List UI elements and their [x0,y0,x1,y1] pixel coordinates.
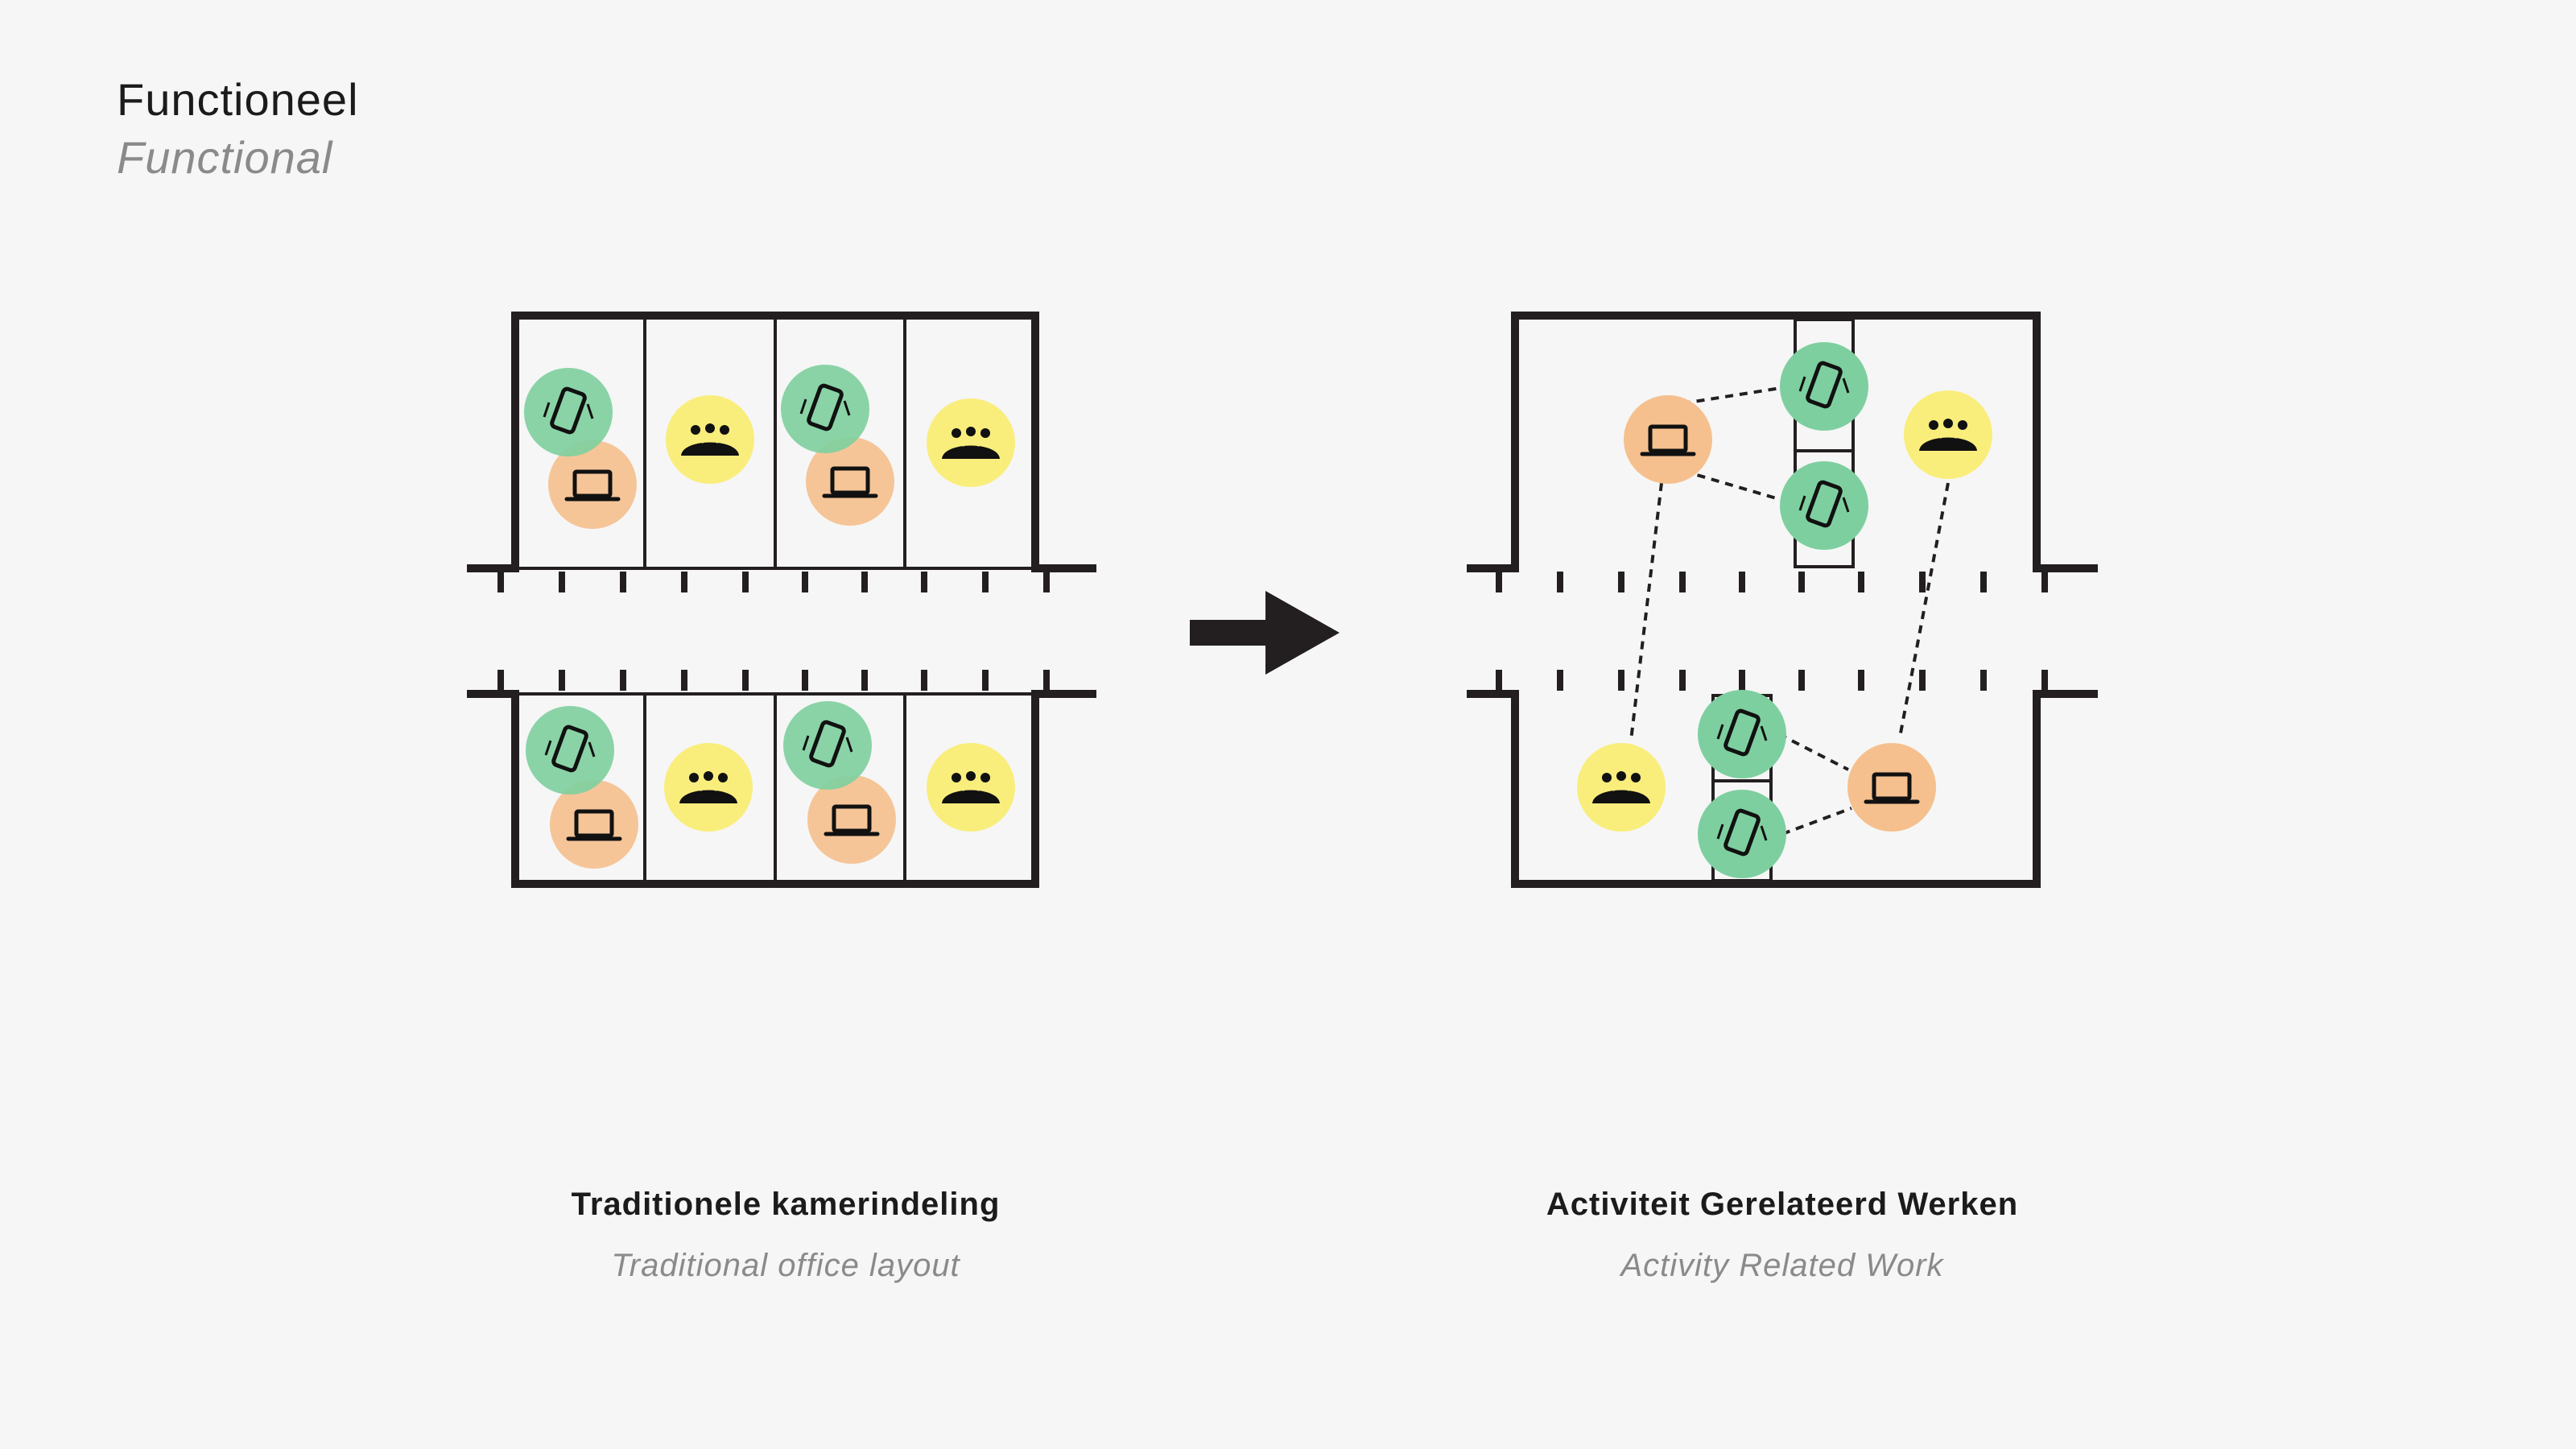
top-room-dividers [515,316,1035,570]
top-phone-booth [1794,318,1855,568]
room-3-bottom [783,701,896,864]
room-4-top [927,398,1015,487]
top-phone-spot-1 [1780,342,1868,431]
right-caption-title: Activiteit Gerelateerd Werken [1546,1187,2019,1222]
top-corridor-ticks [497,572,1050,592]
right-caption: Activiteit Gerelateerd Werken Activity R… [1380,1182,2185,1288]
bottom-corridor-ticks [1496,670,2048,691]
left-caption: Traditionele kamerindeling Traditional o… [383,1182,1188,1288]
room-1-bottom [526,706,638,869]
top-phone-spot-2 [1780,461,1868,550]
bottom-phone-spot-1 [1698,690,1786,778]
top-meeting-spot [1904,390,1992,479]
bottom-phone-spot-2 [1698,790,1786,878]
page-heading: Functioneel Functional [117,71,359,187]
room-1-top [524,368,637,529]
bottom-room-dividers [515,692,1035,884]
room-2-top [666,395,754,484]
top-block-walls [1467,312,2098,572]
room-3-top [781,365,894,526]
left-caption-title: Traditionele kamerindeling [571,1187,1001,1222]
bottom-meeting-spot [1577,743,1666,832]
top-corridor-ticks [1496,572,2048,592]
room-4-bottom [927,743,1015,832]
page-subtitle: Functional [117,132,333,183]
page-title: Functioneel [117,74,359,125]
bottom-laptop-spot [1847,743,1936,832]
traditional-layout-plan [467,312,1096,888]
bottom-corridor-ticks [497,670,1050,691]
bottom-block-walls [1467,690,2098,888]
top-laptop-spot [1624,395,1712,484]
room-2-bottom [664,743,753,832]
left-caption-subtitle: Traditional office layout [611,1248,960,1283]
transition-arrow-icon [1190,591,1340,675]
right-caption-subtitle: Activity Related Work [1620,1248,1944,1283]
activity-based-layout-plan [1467,312,2098,888]
